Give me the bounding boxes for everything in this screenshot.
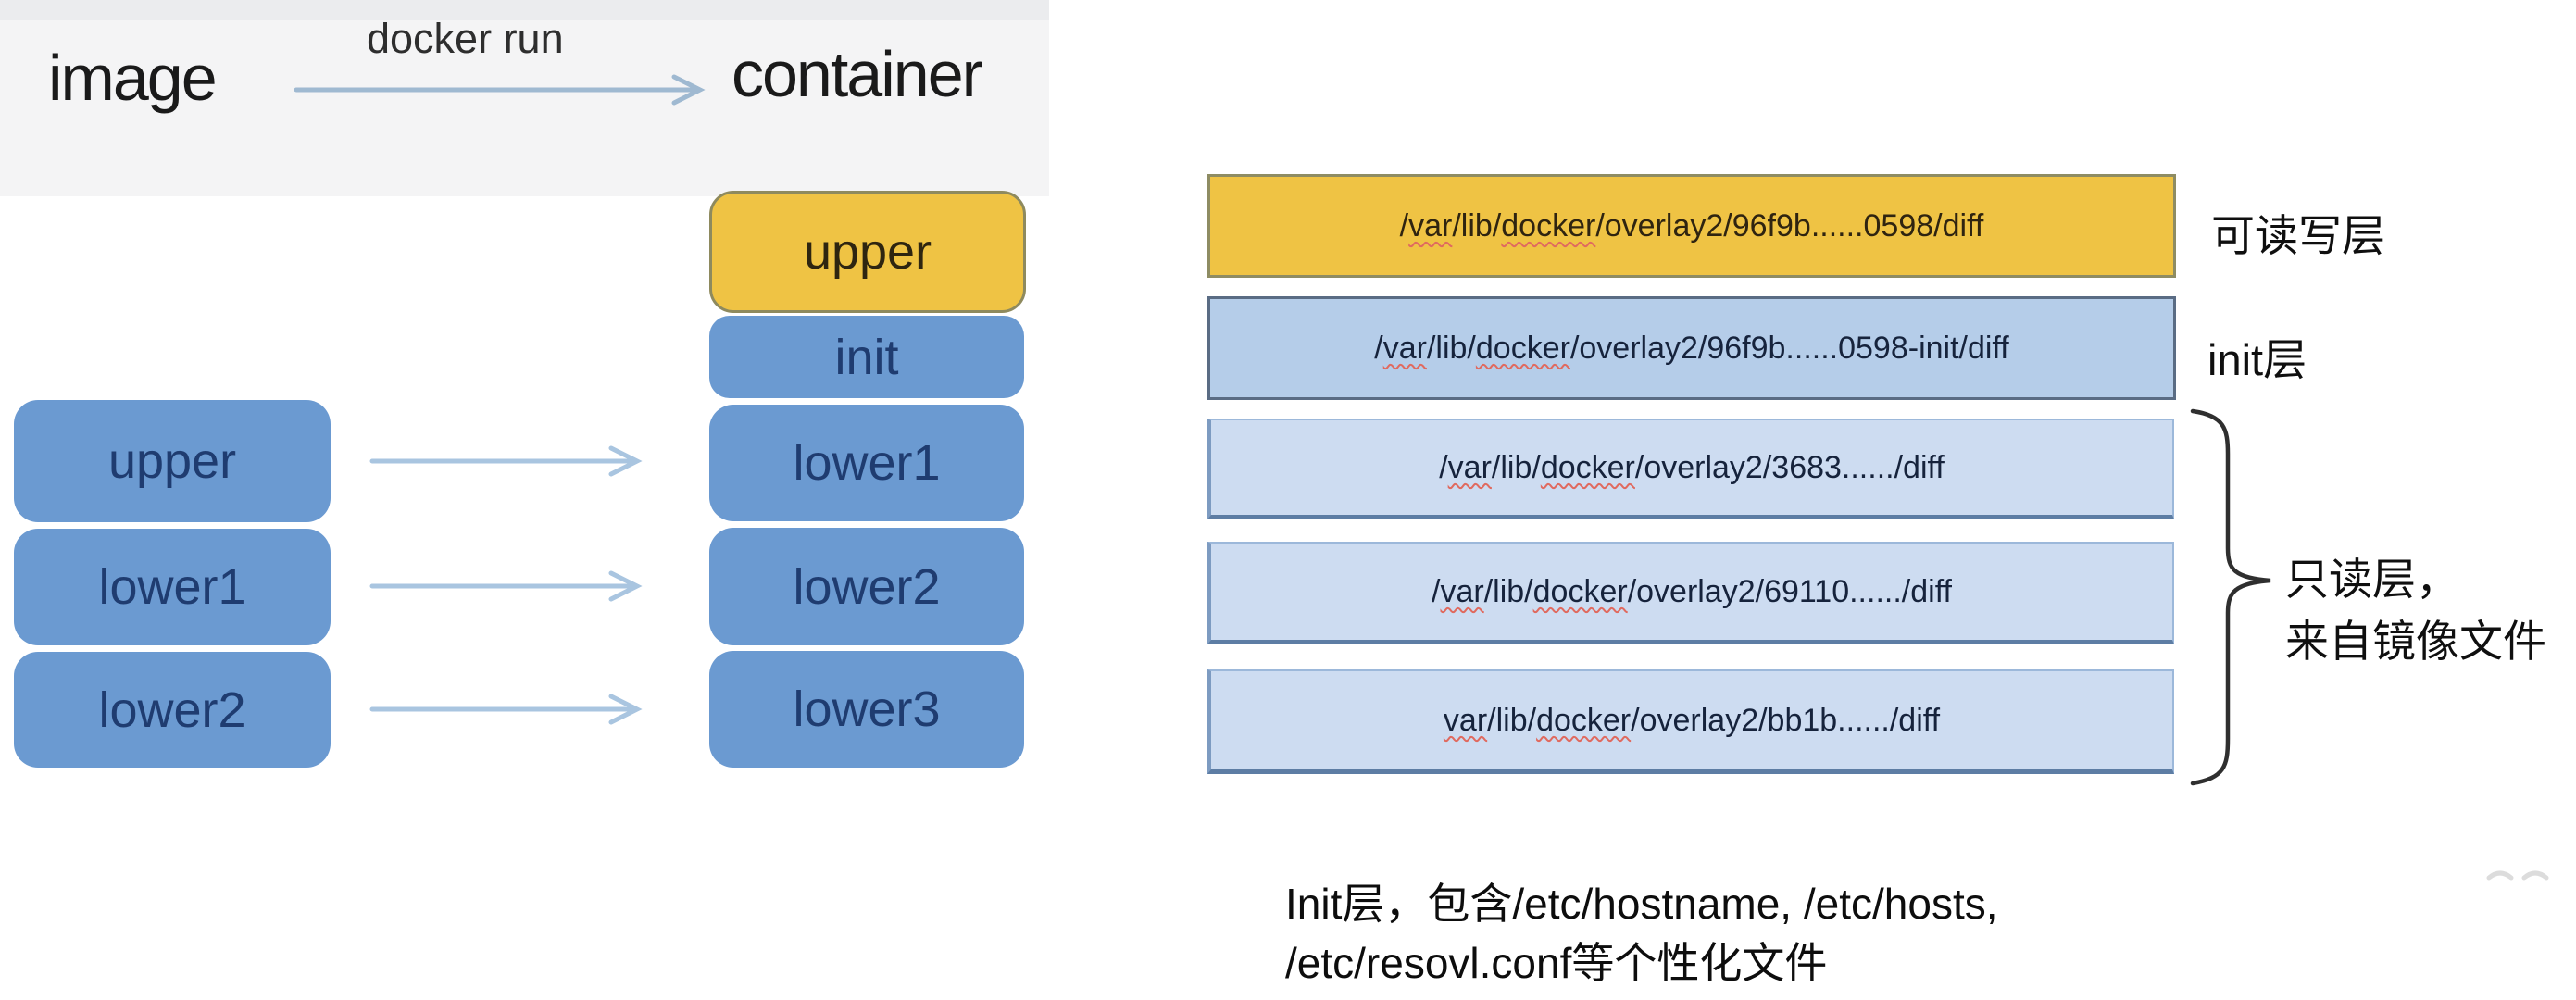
path-segment: /overlay2/bb1b....../diff xyxy=(1631,702,1941,738)
path-segment: /lib/ xyxy=(1426,330,1476,366)
path-segment: /overlay2/96f9b......0598-init/diff xyxy=(1569,330,2009,366)
path-segment: /overlay2/3683....../diff xyxy=(1634,449,1945,485)
container-stack-box-upper: upper xyxy=(709,191,1026,313)
container-stack-box-label: lower2 xyxy=(793,558,941,615)
path-segment: /overlay2/96f9b......0598/diff xyxy=(1595,207,1984,244)
overlay-bar-init: /var/lib/docker/overlay2/96f9b......0598… xyxy=(1207,296,2176,400)
path-segment-misspelled: var xyxy=(1408,207,1453,244)
init-layer-footnote-line1: Init层，包含/etc/hostname, /etc/hosts, xyxy=(1285,880,1998,928)
read-only-group-label-line1: 只读层， xyxy=(2285,555,2459,604)
path-segment: /lib/ xyxy=(1452,207,1502,244)
path-segment: /overlay2/69110....../diff xyxy=(1627,573,1952,609)
image-stack-box-upper: upper xyxy=(14,400,331,522)
path-segment: / xyxy=(1374,330,1383,366)
container-stack-box-label: upper xyxy=(803,224,932,280)
path-segment-misspelled: var xyxy=(1440,573,1484,609)
overlay-bar-read-write: /var/lib/docker/overlay2/96f9b......0598… xyxy=(1207,174,2176,278)
read-write-layer-label: 可读写层 xyxy=(2211,211,2385,260)
image-stack-box-label: lower1 xyxy=(98,559,246,615)
path-segment: / xyxy=(1439,449,1448,485)
path-segment: / xyxy=(1399,207,1409,244)
image-stack-box-label: upper xyxy=(107,433,237,489)
slide-gray-band-top xyxy=(0,0,1049,20)
path-segment: /lib/ xyxy=(1487,702,1537,738)
image-stack-box-label: lower2 xyxy=(98,681,246,738)
slide-gray-band xyxy=(0,0,1049,196)
path-segment: / xyxy=(1432,573,1441,609)
overlay-bar-read-only-1: /var/lib/docker/overlay2/3683....../diff xyxy=(1207,419,2174,519)
container-stack-box-label: lower3 xyxy=(793,681,941,737)
container-stack-box-init: init xyxy=(709,316,1024,398)
read-only-group-label: 只读层， 来自镜像文件 xyxy=(2285,548,2546,672)
read-only-brace-icon xyxy=(2190,408,2271,786)
path-segment: /lib/ xyxy=(1491,449,1541,485)
container-stack-box-lower3: lower3 xyxy=(709,651,1024,768)
path-segment: /lib/ xyxy=(1483,573,1533,609)
init-layer-footnote: Init层，包含/etc/hostname, /etc/hosts, /etc/… xyxy=(1285,874,1998,993)
container-label: container xyxy=(732,38,983,110)
watermark-squiggle-icon xyxy=(2486,870,2549,881)
overlay-bar-read-only-2: /var/lib/docker/overlay2/69110....../dif… xyxy=(1207,542,2174,644)
docker-run-arrow-icon xyxy=(294,74,706,106)
path-segment-misspelled: docker xyxy=(1540,449,1635,485)
path-segment-misspelled: var xyxy=(1443,702,1488,738)
init-layer-footnote-line2: /etc/resovl.conf等个性化文件 xyxy=(1285,939,1828,987)
path-segment-misspelled: docker xyxy=(1532,573,1628,609)
container-stack-box-lower1: lower1 xyxy=(709,405,1024,521)
init-layer-label: init层 xyxy=(2207,335,2307,384)
container-stack-box-label: init xyxy=(834,329,899,385)
image-stack-box-lower2: lower2 xyxy=(14,652,331,768)
path-segment-misspelled: var xyxy=(1382,330,1427,366)
container-stack-box-label: lower1 xyxy=(793,435,941,491)
image-label: image xyxy=(48,42,218,114)
path-segment-misspelled: docker xyxy=(1501,207,1596,244)
container-stack-box-lower2: lower2 xyxy=(709,528,1024,645)
path-segment-misspelled: docker xyxy=(1536,702,1632,738)
layer-map-arrows-icon xyxy=(369,445,643,725)
overlay-bar-read-only-3: var/lib/docker/overlay2/bb1b....../diff xyxy=(1207,669,2174,774)
image-stack-box-lower1: lower1 xyxy=(14,529,331,645)
path-segment-misspelled: var xyxy=(1447,449,1492,485)
docker-run-label: docker run xyxy=(367,15,564,62)
read-only-group-label-line2: 来自镜像文件 xyxy=(2285,617,2546,666)
path-segment-misspelled: docker xyxy=(1475,330,1570,366)
